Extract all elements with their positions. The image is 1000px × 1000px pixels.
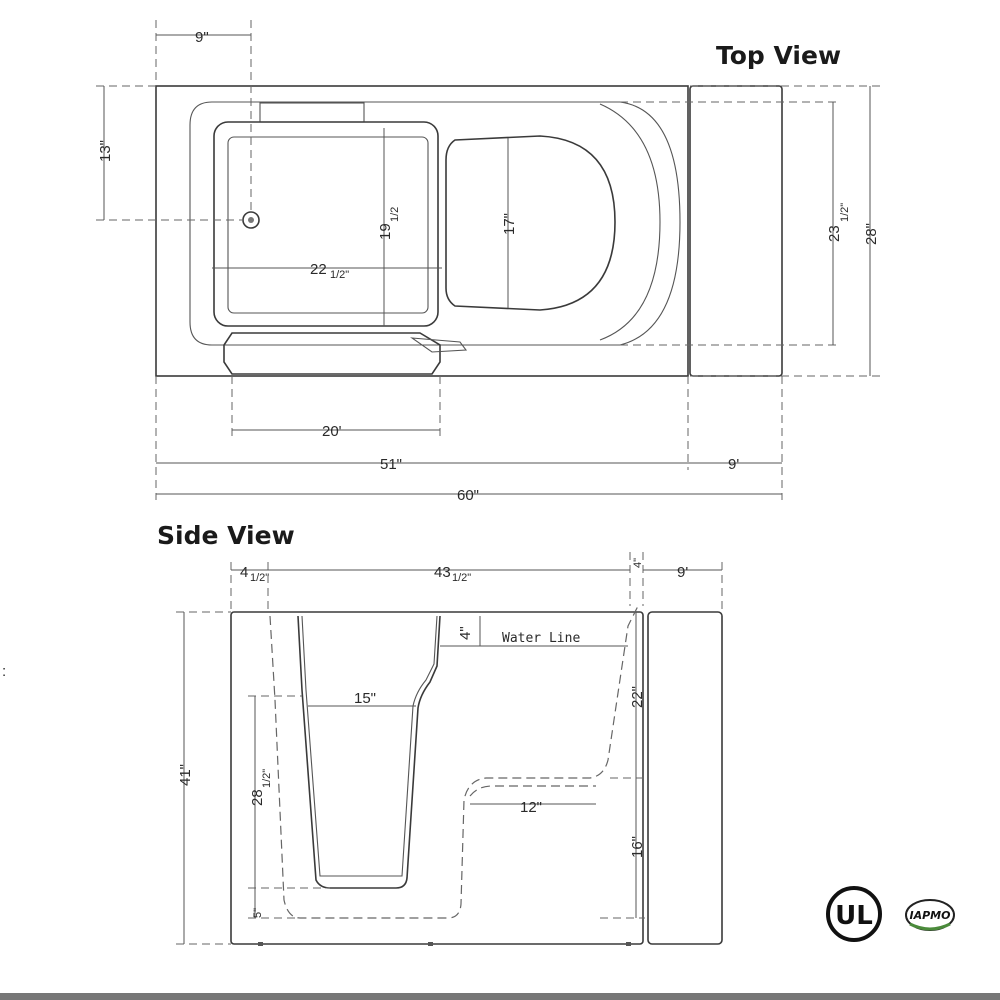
top-dim-overall-width: 28" bbox=[863, 223, 880, 245]
top-tub-body bbox=[155, 85, 689, 377]
side-dim-seat-height: 16" bbox=[629, 836, 646, 858]
top-dim-inner-width-frac: 1/2" bbox=[839, 203, 851, 222]
side-dim-seat-width: 12" bbox=[520, 799, 542, 816]
iapmo-logo: IAPMO bbox=[905, 899, 955, 931]
top-footwell bbox=[213, 121, 439, 327]
top-dim-tub-length: 51" bbox=[380, 456, 402, 473]
bottom-bar bbox=[0, 993, 1000, 1000]
side-dim-panel-width: 9' bbox=[677, 564, 688, 581]
top-footwell-floor bbox=[227, 136, 429, 314]
edge-mark: : bbox=[2, 663, 6, 680]
side-panel bbox=[647, 611, 723, 945]
side-view-title: Side View bbox=[157, 521, 295, 550]
top-door-latch bbox=[410, 337, 468, 353]
top-drain-center bbox=[248, 217, 254, 223]
side-dim-overall-height: 41" bbox=[177, 764, 194, 786]
top-dim-drain-y: 13" bbox=[97, 140, 114, 162]
top-dim-panel-width: 9' bbox=[728, 456, 739, 473]
ul-logo: UL bbox=[826, 886, 882, 942]
iapmo-logo-text: IAPMO bbox=[910, 909, 951, 922]
top-seat bbox=[445, 135, 616, 311]
top-dim-overall-length: 60" bbox=[457, 487, 479, 504]
side-dim-front-offset-frac: 1/2" bbox=[250, 572, 269, 584]
side-dim-top-small: 4" bbox=[632, 558, 644, 568]
top-side-panel bbox=[689, 85, 783, 377]
side-dim-seat-back: 22" bbox=[629, 686, 646, 708]
top-door bbox=[223, 332, 441, 375]
top-view-title: Top View bbox=[716, 41, 841, 70]
side-dim-interior-length-frac: 1/2" bbox=[452, 572, 471, 584]
side-dim-footwell-height: 28 bbox=[249, 789, 266, 806]
top-dim-inner-width: 23 bbox=[826, 225, 843, 242]
side-seat-hidden bbox=[469, 785, 596, 797]
side-dim-front-offset: 4 bbox=[240, 564, 248, 581]
top-view: Top View bbox=[96, 20, 880, 504]
side-dim-interior-length: 43 bbox=[434, 564, 451, 581]
side-dim-footwell-height-frac: 1/2" bbox=[261, 769, 273, 788]
top-dim-door-width: 20' bbox=[322, 423, 342, 440]
side-footwell bbox=[297, 615, 441, 889]
top-inner-rim bbox=[189, 101, 681, 346]
top-dim-footwell-depth-frac: 1/2 bbox=[389, 207, 401, 222]
side-dim-footwell-width: 15" bbox=[354, 690, 376, 707]
top-dim-seat-depth: 17" bbox=[501, 213, 518, 235]
side-water-line-label: Water Line bbox=[502, 631, 580, 646]
top-dim-footwell-width-frac: 1/2" bbox=[330, 269, 349, 281]
side-dim-base-height: 5" bbox=[252, 908, 264, 918]
top-dim-drain-x: 9" bbox=[195, 29, 209, 46]
side-view: Side View Water Line bbox=[157, 521, 723, 946]
side-shell-hidden bbox=[269, 605, 639, 919]
top-dim-footwell-depth: 19 bbox=[377, 223, 394, 240]
side-footwell-inner bbox=[301, 615, 438, 877]
top-dim-footwell-width: 22 bbox=[310, 261, 327, 278]
ul-logo-text: UL bbox=[835, 901, 873, 931]
top-seat-back-curve bbox=[599, 103, 661, 341]
side-dim-water-drop: 4" bbox=[457, 626, 474, 640]
